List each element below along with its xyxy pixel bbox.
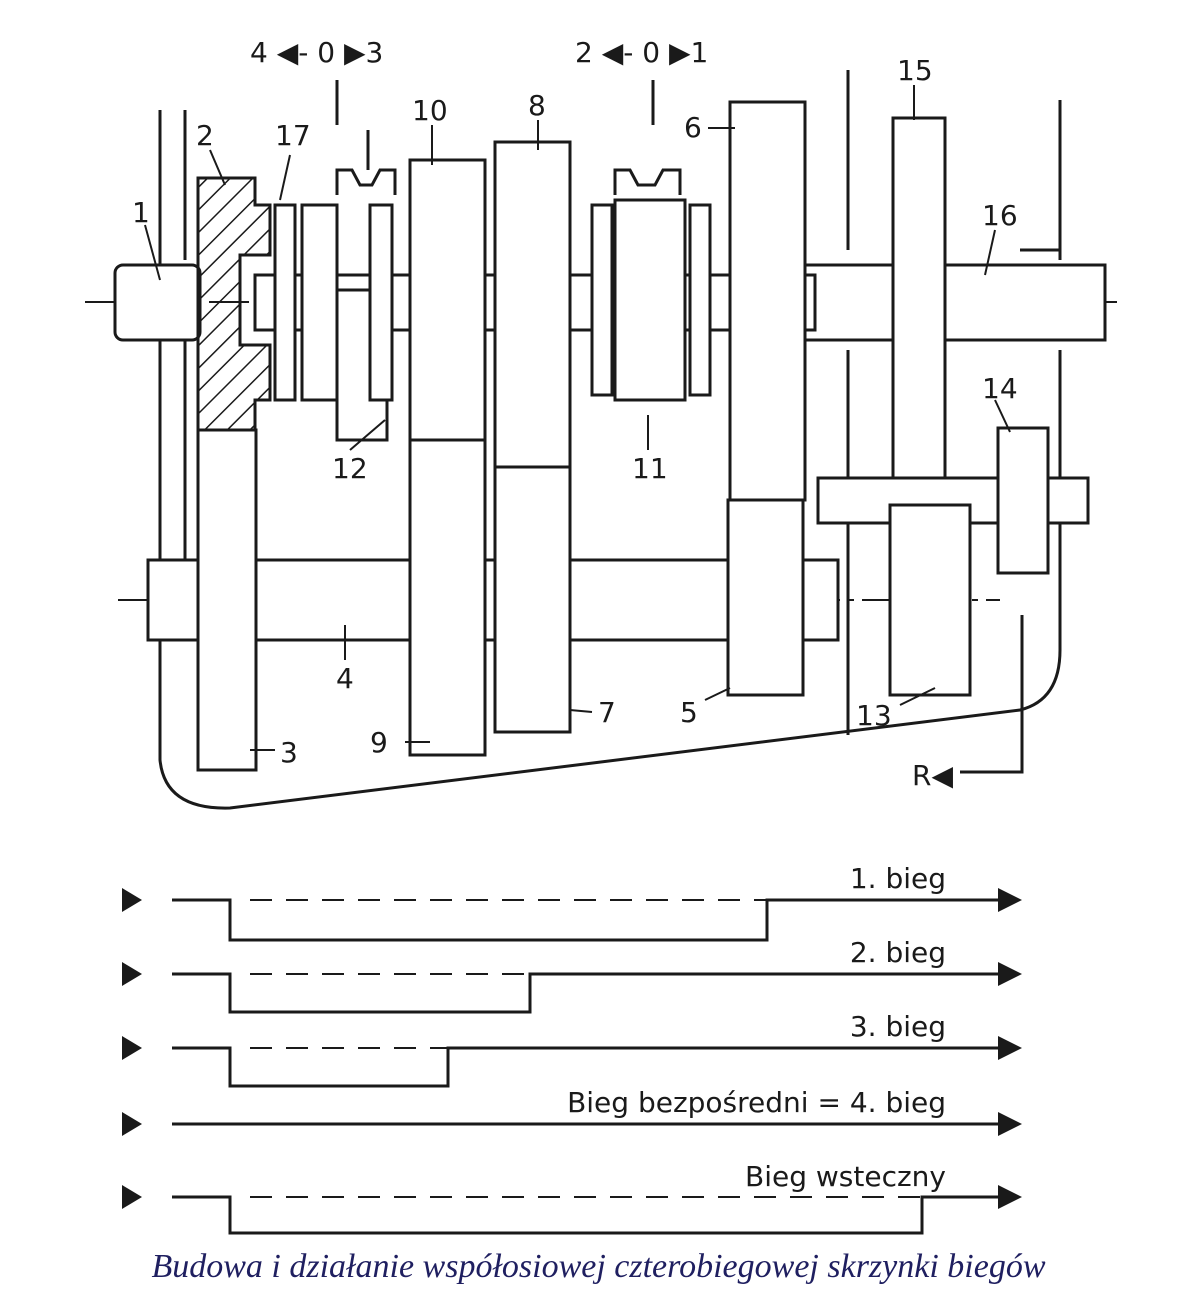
label-6: 6 xyxy=(684,111,702,144)
gear-9 xyxy=(408,438,487,757)
label-12: 12 xyxy=(332,452,368,485)
gear-7 xyxy=(493,465,572,734)
label-5: 5 xyxy=(680,696,698,729)
synchro-12-left xyxy=(300,203,339,402)
flow-2: 2. bieg xyxy=(122,936,1022,1014)
flow-3-label: 3. bieg xyxy=(850,1010,946,1043)
reverse-label: R◀ xyxy=(912,759,953,792)
label-4: 4 xyxy=(336,662,354,695)
flow-3: 3. bieg xyxy=(122,1010,1022,1088)
label-15: 15 xyxy=(897,54,933,87)
flow-reverse: Bieg wsteczny xyxy=(122,1160,1022,1235)
label-16: 16 xyxy=(982,199,1018,232)
label-2: 2 xyxy=(196,119,214,152)
flow-reverse-label: Bieg wsteczny xyxy=(745,1160,946,1193)
layshaft xyxy=(146,558,840,642)
selector-4-0-3: 4 ◀- 0 ▶3 xyxy=(250,36,383,69)
label-10: 10 xyxy=(412,94,448,127)
flow-2-label: 2. bieg xyxy=(850,936,946,969)
label-3: 3 xyxy=(280,736,298,769)
flow-4-label: Bieg bezpośredni = 4. bieg xyxy=(567,1086,946,1119)
gear-flow-diagrams: 1. bieg 2. bieg 3. bieg Bieg bezpośredni… xyxy=(122,862,1022,1235)
shift-fork-43 xyxy=(335,168,397,195)
gear-17 xyxy=(273,203,297,402)
selector-2-0-1: 2 ◀- 0 ▶1 xyxy=(575,36,708,69)
label-7: 7 xyxy=(598,696,616,729)
gear-15 xyxy=(891,116,947,480)
label-14: 14 xyxy=(982,372,1018,405)
synchro-12-right xyxy=(368,203,394,402)
label-13: 13 xyxy=(856,699,892,732)
shift-fork-21 xyxy=(613,168,682,195)
gear-13 xyxy=(888,503,972,697)
flow-4: Bieg bezpośredni = 4. bieg xyxy=(122,1086,1022,1136)
label-11: 11 xyxy=(632,452,668,485)
gear-6 xyxy=(728,100,807,502)
label-1: 1 xyxy=(132,196,150,229)
gear-5 xyxy=(726,498,805,697)
synchro-11-body xyxy=(613,198,687,402)
synchro-11-right xyxy=(688,203,712,397)
label-8: 8 xyxy=(528,89,546,122)
housing xyxy=(158,70,1062,810)
gear-3 xyxy=(196,428,258,772)
input-shaft xyxy=(113,263,202,342)
gear-14 xyxy=(996,426,1050,575)
flow-1: 1. bieg xyxy=(122,862,1022,942)
figure-caption: Budowa i działanie współosiowej czterobi… xyxy=(151,1248,1046,1285)
synchro-11-left xyxy=(590,203,614,397)
label-17: 17 xyxy=(275,119,311,152)
output-shaft xyxy=(798,263,1107,342)
gear-10 xyxy=(408,158,487,442)
flow-1-label: 1. bieg xyxy=(850,862,946,895)
label-9: 9 xyxy=(370,726,388,759)
gear-8 xyxy=(493,140,572,469)
